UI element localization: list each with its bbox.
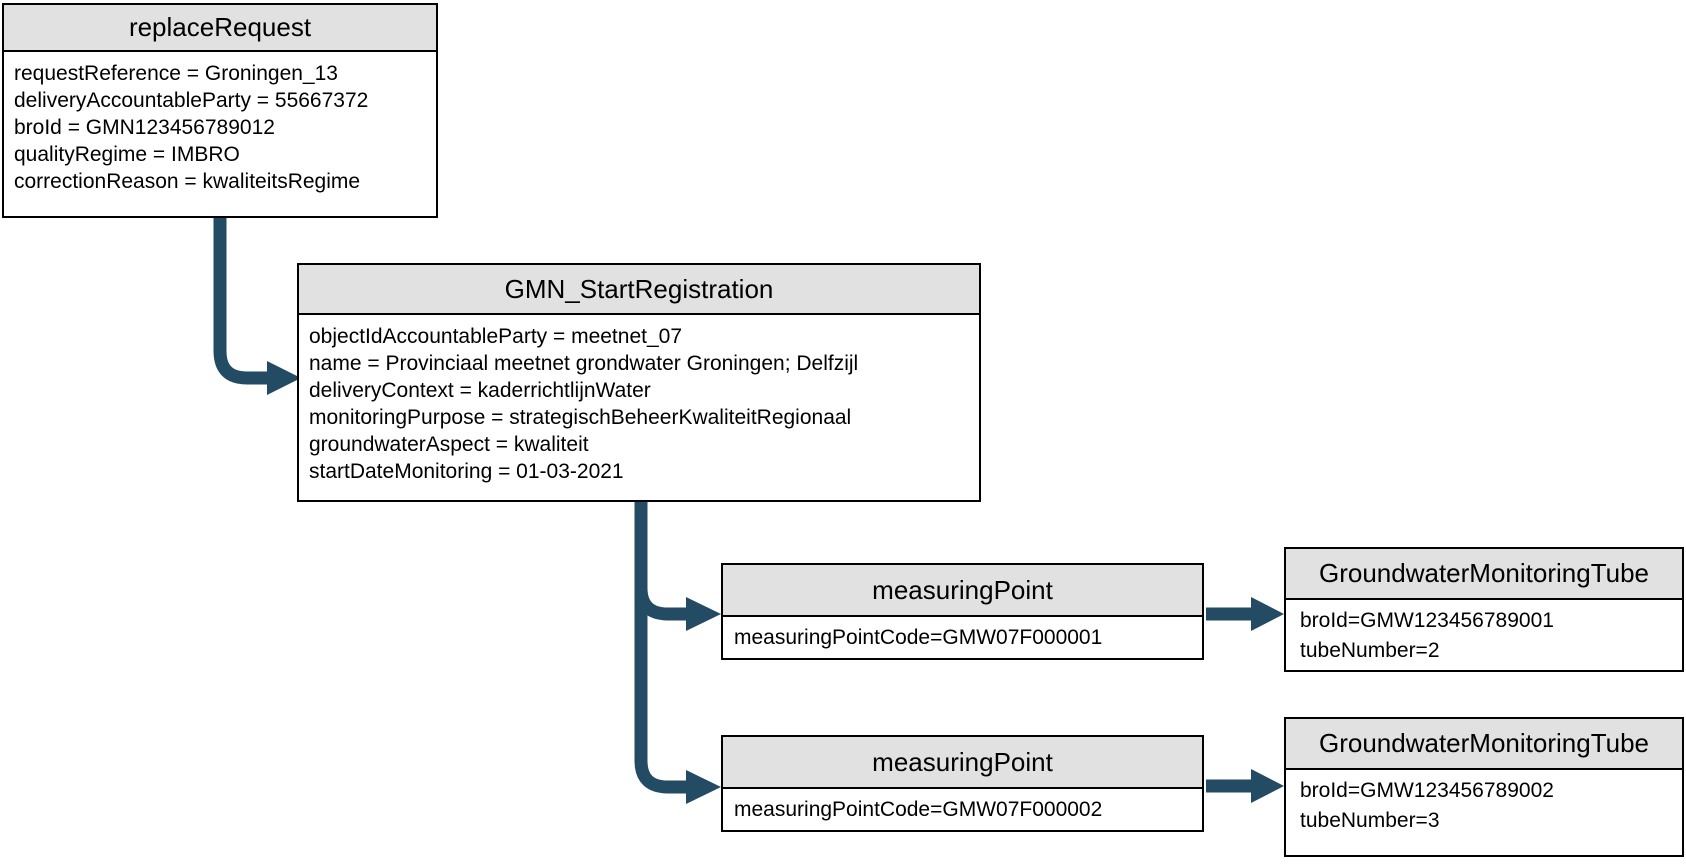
node-replacerequest: replaceRequest requestReference = Gronin… bbox=[2, 3, 438, 218]
node-attribute-list: requestReference = Groningen_13 delivery… bbox=[4, 52, 436, 216]
node-measuringpoint-2: measuringPoint measuringPointCode=GMW07F… bbox=[721, 735, 1204, 832]
node-title: GroundwaterMonitoringTube bbox=[1286, 719, 1682, 770]
connector-replacerequest-to-gmn bbox=[213, 218, 267, 385]
node-attribute-list: broId=GMW123456789001 tubeNumber=2 bbox=[1286, 600, 1682, 672]
node-gmn-startregistration: GMN_StartRegistration objectIdAccountabl… bbox=[297, 263, 981, 502]
node-attribute-list: broId=GMW123456789002 tubeNumber=3 bbox=[1286, 770, 1682, 855]
node-attribute: broId=GMW123456789001 bbox=[1300, 609, 1554, 632]
node-attribute: name = Provinciaal meetnet grondwater Gr… bbox=[309, 352, 859, 375]
node-attribute: broId=GMW123456789002 bbox=[1300, 779, 1554, 802]
node-attribute-list: objectIdAccountableParty = meetnet_07 na… bbox=[299, 315, 979, 500]
node-attribute: broId = GMN123456789012 bbox=[14, 116, 275, 139]
arrowhead-measuringpoint-2-to-tube-2-icon bbox=[1251, 769, 1284, 803]
node-attribute: tubeNumber=3 bbox=[1300, 809, 1440, 832]
node-title: GroundwaterMonitoringTube bbox=[1286, 549, 1682, 600]
node-attribute: objectIdAccountableParty = meetnet_07 bbox=[309, 325, 682, 348]
node-attribute: correctionReason = kwaliteitsRegime bbox=[14, 170, 361, 193]
arrowhead-replacerequest-to-gmn-icon bbox=[267, 361, 301, 395]
connector-gmn-to-measuringpoint-2 bbox=[634, 502, 686, 794]
node-attribute: groundwaterAspect = kwaliteit bbox=[309, 433, 589, 456]
node-title: measuringPoint bbox=[723, 737, 1202, 789]
node-attribute: deliveryAccountableParty = 55667372 bbox=[14, 89, 369, 112]
node-attribute: startDateMonitoring = 01-03-2021 bbox=[309, 460, 624, 483]
node-groundwatermonitoringtube-1: GroundwaterMonitoringTube broId=GMW12345… bbox=[1284, 547, 1684, 672]
node-attribute-list: measuringPointCode=GMW07F000002 bbox=[723, 789, 1202, 830]
node-title: replaceRequest bbox=[4, 5, 436, 52]
node-attribute: qualityRegime = IMBRO bbox=[14, 143, 240, 166]
connector-gmn-to-measuringpoint-1 bbox=[634, 550, 686, 621]
node-title: measuringPoint bbox=[723, 565, 1202, 617]
node-measuringpoint-1: measuringPoint measuringPointCode=GMW07F… bbox=[721, 563, 1204, 660]
node-attribute: requestReference = Groningen_13 bbox=[14, 62, 338, 85]
arrowhead-gmn-to-measuringpoint-2-icon bbox=[686, 770, 721, 804]
node-attribute: measuringPointCode=GMW07F000002 bbox=[734, 798, 1103, 821]
arrowhead-measuringpoint-1-to-tube-1-icon bbox=[1251, 597, 1284, 631]
node-attribute: deliveryContext = kaderrichtlijnWater bbox=[309, 379, 651, 402]
node-title: GMN_StartRegistration bbox=[299, 265, 979, 315]
arrowhead-gmn-to-measuringpoint-1-icon bbox=[686, 597, 721, 631]
node-attribute: measuringPointCode=GMW07F000001 bbox=[734, 626, 1103, 649]
node-attribute: monitoringPurpose = strategischBeheerKwa… bbox=[309, 406, 852, 429]
node-attribute-list: measuringPointCode=GMW07F000001 bbox=[723, 617, 1202, 658]
node-attribute: tubeNumber=2 bbox=[1300, 639, 1440, 662]
node-groundwatermonitoringtube-2: GroundwaterMonitoringTube broId=GMW12345… bbox=[1284, 717, 1684, 857]
